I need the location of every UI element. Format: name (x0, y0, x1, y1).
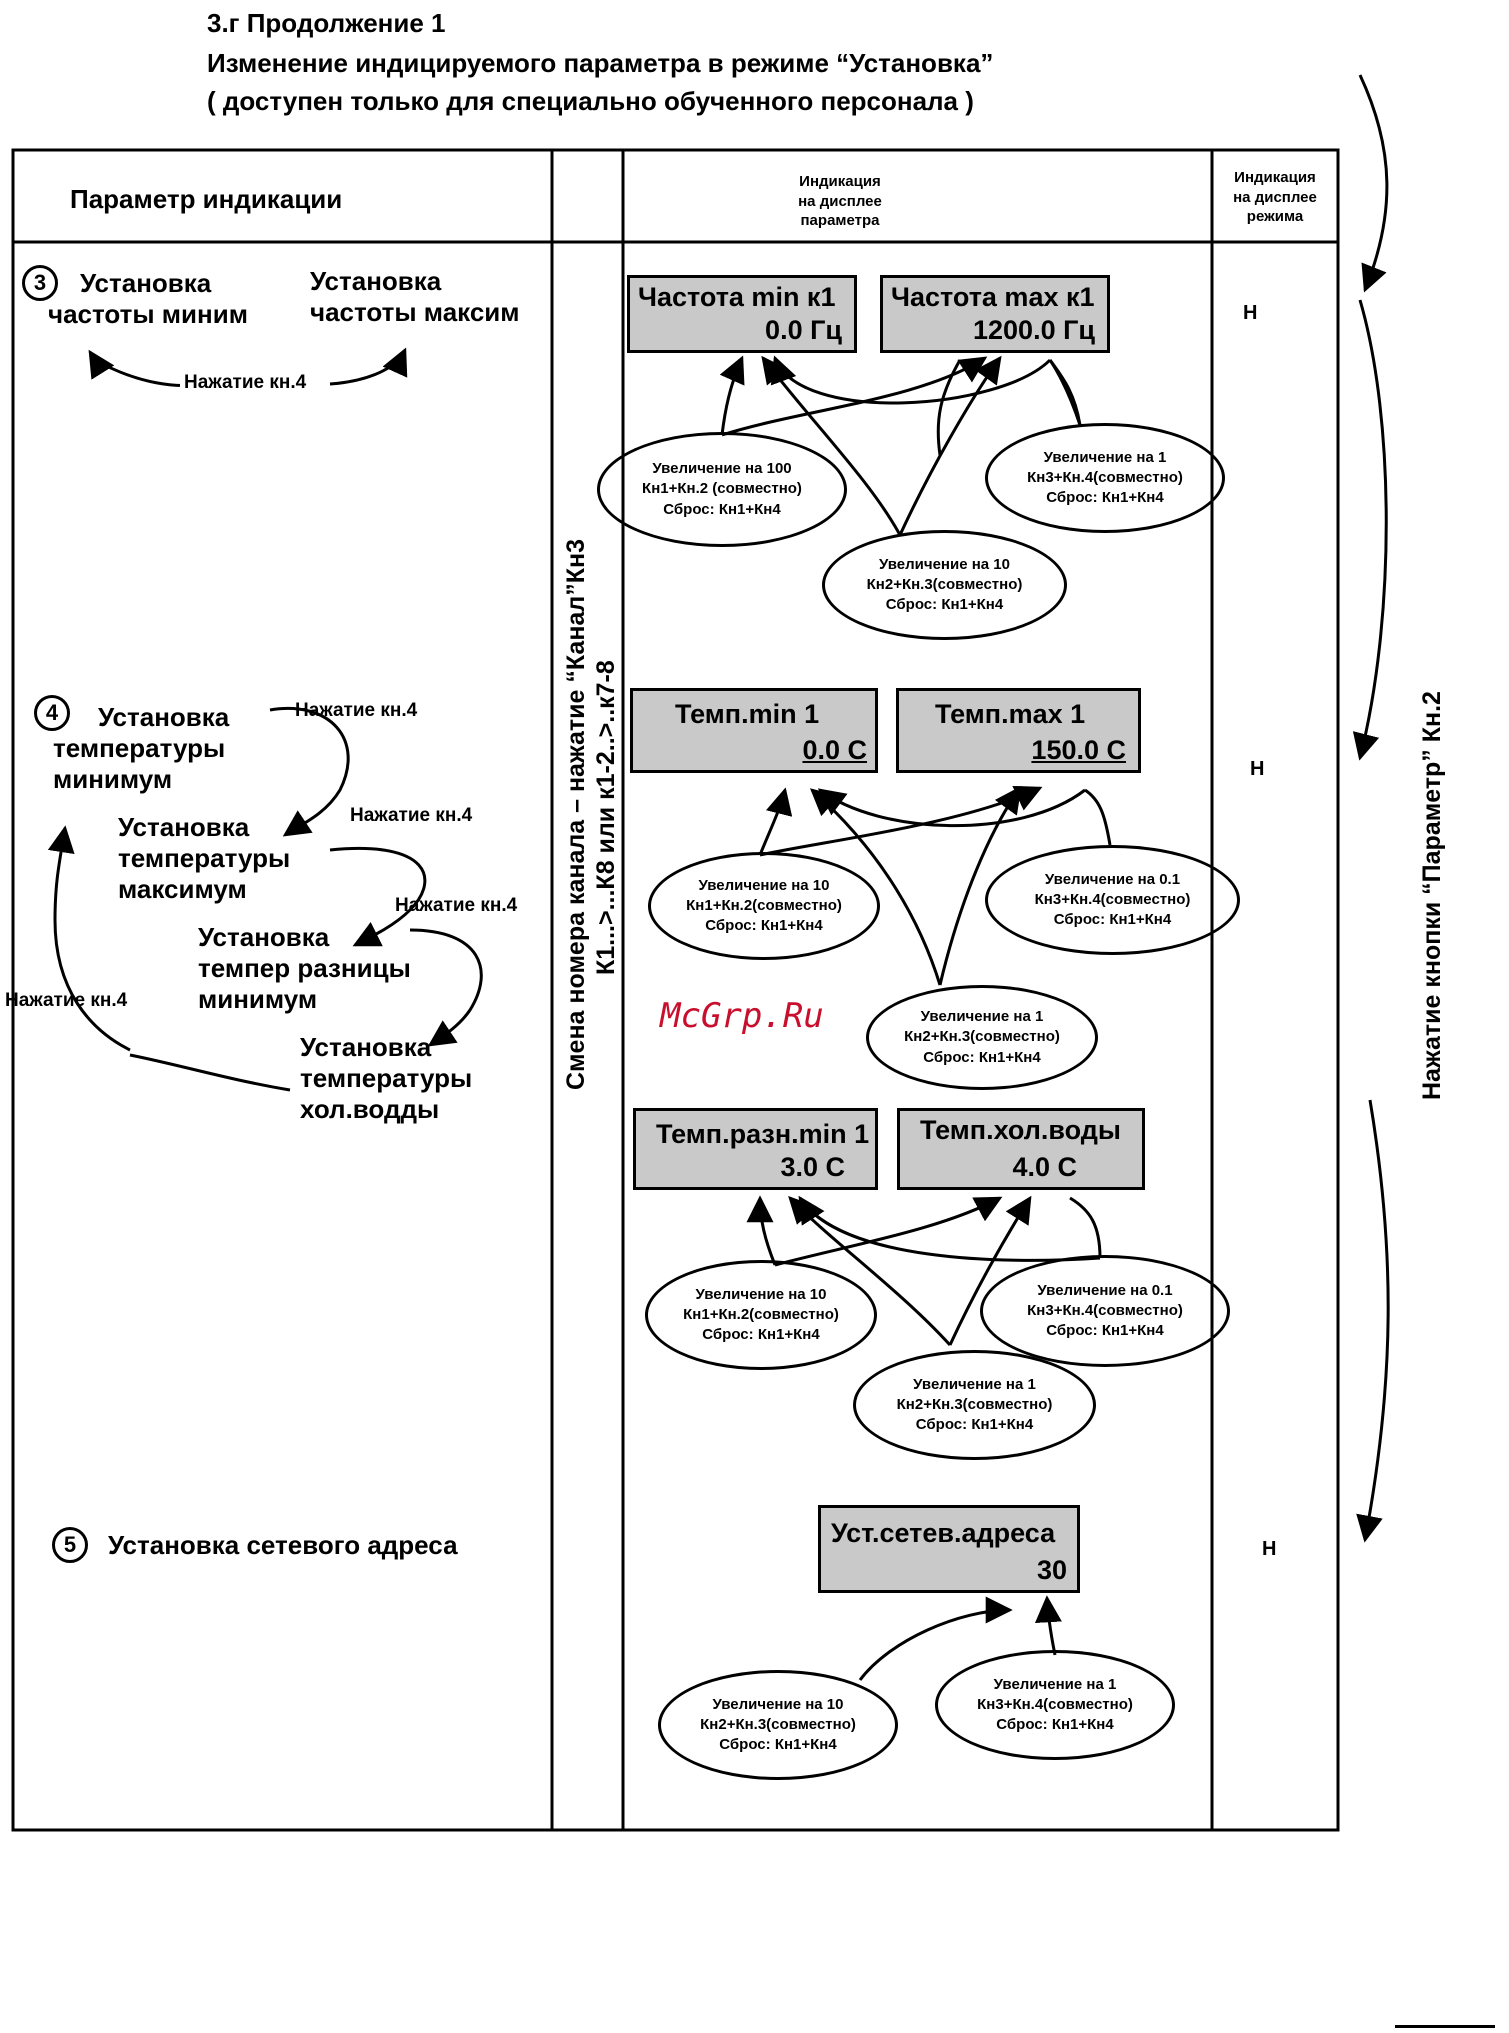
right-arrow-1 (1358, 74, 1389, 293)
s5-label: Установка сетевого адреса (108, 1530, 458, 1560)
s4-press-label-4: Нажатие кн.4 (5, 990, 128, 1011)
heading-line-3: ( доступен только для специально обученн… (207, 86, 974, 116)
s4-press-label-3: Нажатие кн.4 (395, 895, 518, 916)
s3-mode: Н (1243, 302, 1258, 324)
s3-link-1 (719, 355, 745, 436)
section-5-number: 5 (52, 1527, 88, 1563)
right-arrow-3 (1356, 1099, 1390, 1543)
table-frame (11, 148, 1340, 1832)
section-4-number: 4 (34, 695, 70, 731)
s4-mode: Н (1250, 758, 1265, 780)
right-arrow-2 (1352, 299, 1388, 761)
page-footer-line (1395, 2025, 1495, 2028)
channel-label-1: Смена номера канала – нажатие “Канал”Кн3 (562, 539, 590, 1090)
heading-line-1: 3.г Продолжение 1 (207, 8, 446, 38)
s4-press-label-1: Нажатие кн.4 (295, 700, 418, 721)
param-button-label: Нажатие кнопки “Параметр” Кн.2 (1418, 691, 1446, 1100)
channel-label-2: К1...>...К8 или к1-2..>..к7-8 (592, 660, 620, 975)
watermark: McGrp.Ru (660, 996, 824, 1036)
s3-press-right (329, 347, 408, 386)
col-header-parameter: Параметр индикации (70, 184, 343, 214)
s3-press-label: Нажатие кн.4 (180, 372, 311, 395)
heading-line-2: Изменение индицируемого параметра в режи… (207, 48, 994, 78)
s5-mode: Н (1262, 1538, 1277, 1560)
s4-press-label-2: Нажатие кн.4 (350, 805, 473, 826)
section-3-number: 3 (22, 265, 58, 301)
